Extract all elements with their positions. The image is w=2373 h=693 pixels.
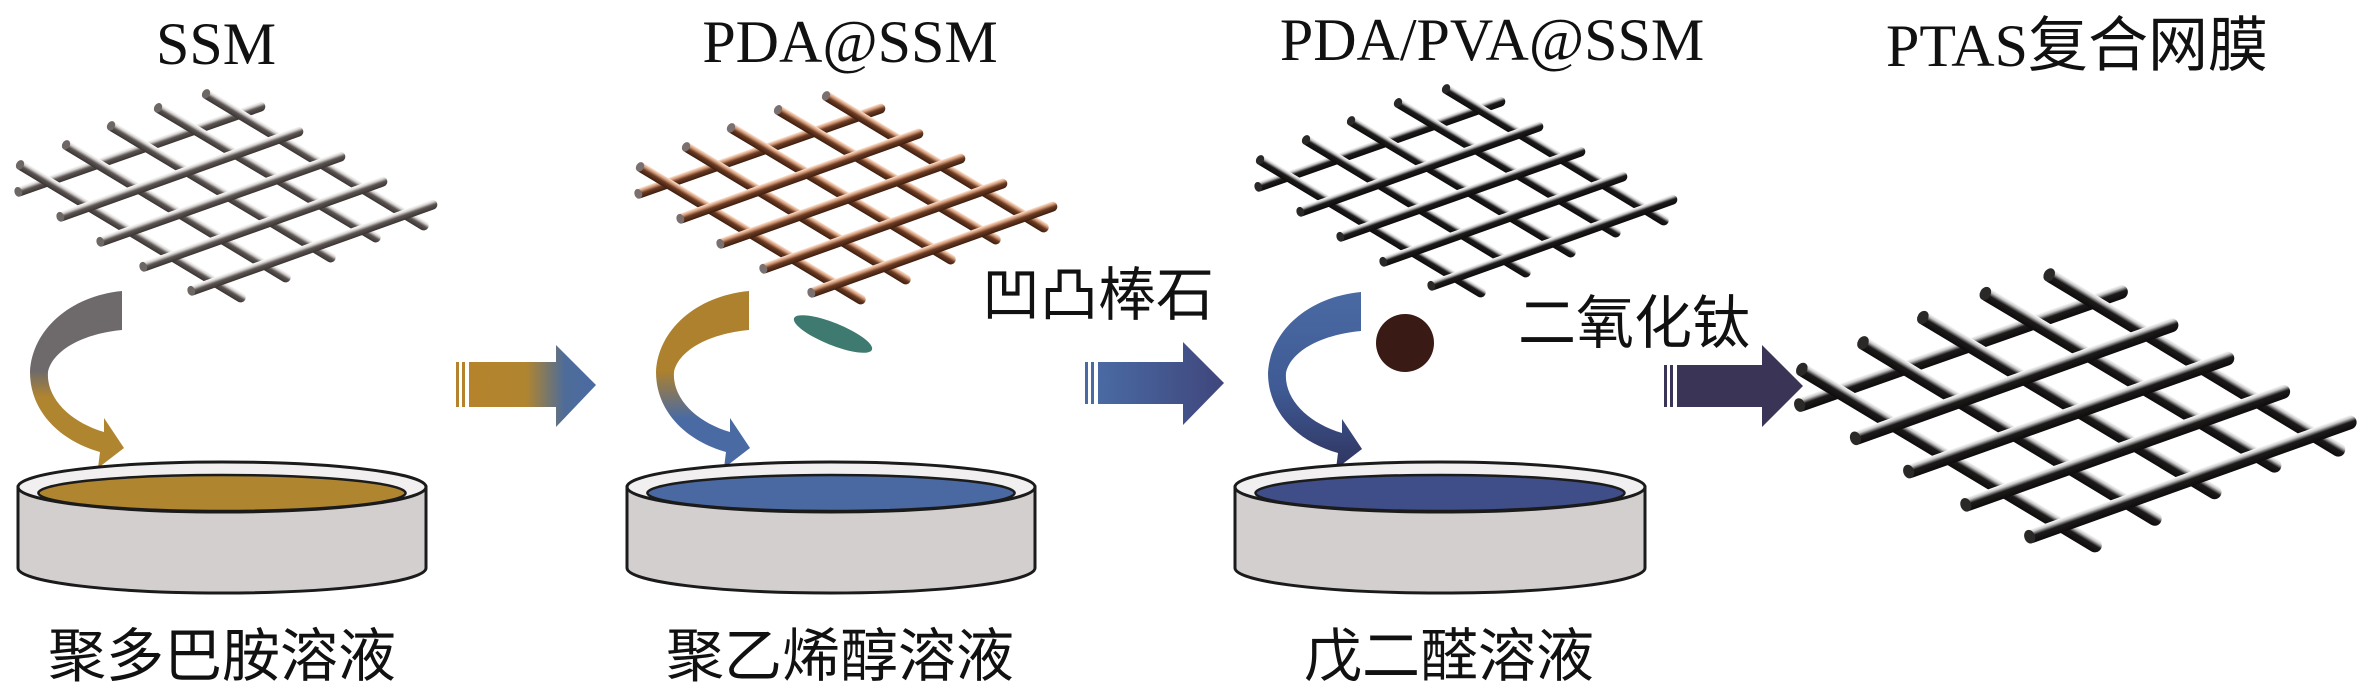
- mesh-rod: [1903, 351, 2235, 479]
- mesh-rod: [676, 128, 924, 224]
- mesh-rod: [106, 121, 336, 263]
- mesh-rod: [1960, 384, 2291, 512]
- dish-wall: [1233, 485, 1647, 595]
- mesh-rod: [56, 126, 304, 222]
- mesh-rod: [1393, 98, 1621, 238]
- petri-dish-dopamine: [16, 460, 428, 595]
- mesh-rod: [1346, 116, 1576, 258]
- stage-title-pda-pva-ssm: PDA/PVA@SSM: [1280, 7, 1704, 73]
- mesh-rod: [1849, 318, 2179, 446]
- mesh-rod: [1336, 146, 1586, 242]
- mesh-ptas-membrane: [1794, 268, 2357, 553]
- mesh-rod: [187, 199, 438, 296]
- dip-arrow-1: [30, 291, 124, 468]
- reagent-label-titanium-dioxide: 二氧化钛: [1518, 291, 1750, 356]
- mesh-rod: [201, 89, 429, 231]
- dip-arrow-3: [1268, 292, 1362, 469]
- attapulgite-rod-icon: [793, 315, 873, 353]
- arrow-step-3: [1664, 345, 1803, 427]
- dish-wall: [16, 485, 428, 595]
- mesh-rod: [1427, 194, 1678, 291]
- mesh-rod: [773, 105, 1001, 245]
- solution-label-pva: 聚乙烯醇溶液: [666, 624, 1014, 689]
- dish-wall: [625, 485, 1037, 595]
- solution-label-glutaraldehyde: 戊二醛溶液: [1304, 624, 1594, 689]
- arrow-step-1: [456, 345, 596, 427]
- mesh-rod: [2024, 415, 2357, 544]
- stage-title-pda-ssm: PDA@SSM: [702, 9, 997, 75]
- titanium-dioxide-particle-icon: [1376, 314, 1434, 372]
- dish-liquid: [1254, 473, 1626, 513]
- mesh-rod: [726, 123, 956, 265]
- dish-liquid: [37, 473, 407, 513]
- mesh-rod: [759, 178, 1008, 274]
- dip-arrow-2: [656, 291, 750, 468]
- mesh-rod: [1379, 171, 1628, 267]
- mesh-rod: [139, 176, 388, 272]
- mesh-rod: [153, 103, 381, 243]
- dish-liquid: [646, 473, 1016, 513]
- stage-title-ssm: SSM: [156, 11, 276, 77]
- mesh-rod: [1917, 310, 2222, 500]
- mesh-rod: [96, 151, 346, 247]
- arrow-step-2: [1085, 342, 1224, 425]
- mesh-rod: [807, 201, 1058, 298]
- mesh-rod: [1296, 121, 1544, 217]
- stage-title-ptas-membrane: PTAS复合网膜: [1886, 13, 2268, 79]
- solution-label-polydopamine: 聚多巴胺溶液: [48, 624, 396, 689]
- mesh-pda-pva-ssm: [1254, 84, 1678, 298]
- mesh-rod: [821, 91, 1049, 233]
- reagent-label-attapulgite: 凹凸棒石: [982, 263, 1214, 328]
- petri-dish-glutaraldehyde: [1233, 460, 1647, 595]
- mesh-rod: [1441, 84, 1669, 226]
- petri-dish-pva: [625, 460, 1037, 595]
- mesh-ssm: [14, 89, 438, 303]
- mesh-pda-ssm: [634, 91, 1058, 305]
- mesh-rod: [716, 153, 966, 249]
